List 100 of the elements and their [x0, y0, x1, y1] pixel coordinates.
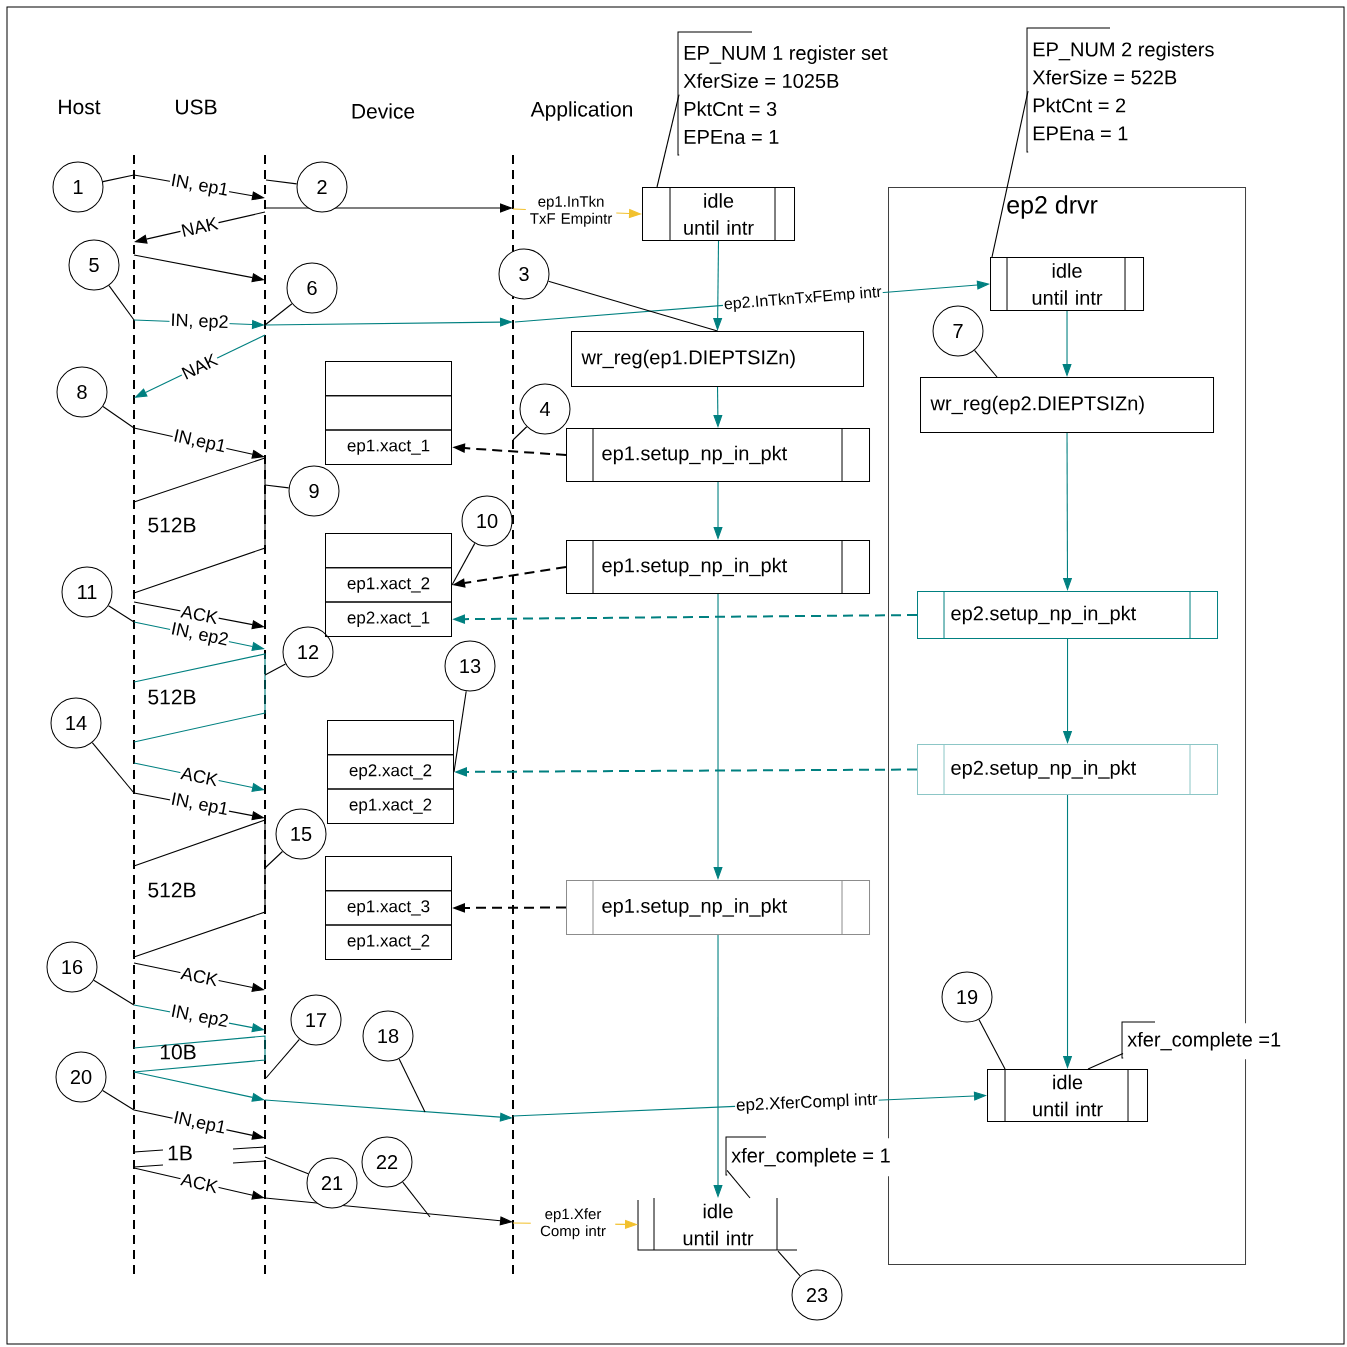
callout-number: 22 [361, 1136, 413, 1188]
callout-number: 10 [461, 495, 513, 547]
leader-line [991, 90, 1029, 258]
callout-number: 20 [55, 1051, 107, 1103]
callout-number: 1 [52, 161, 104, 213]
column-header: USB [176, 99, 217, 115]
message-label: IN, ep1 [168, 172, 231, 201]
packet-size: 512B [148, 689, 196, 705]
message-label: IN, ep1 [168, 791, 231, 821]
callout-number: 6 [286, 262, 338, 314]
leader-line [91, 742, 135, 794]
leader-line [1087, 1052, 1124, 1070]
annotation-note: xfer_complete = 1 [725, 1136, 895, 1177]
leader-line [264, 850, 284, 869]
packet-size: 512B [148, 517, 196, 533]
annotation-note: xfer_complete =1 [1121, 1021, 1286, 1060]
callout-number: 8 [56, 366, 108, 418]
edge-label: ep2.XferCompl intr [734, 1091, 880, 1116]
callout-number: 15 [275, 808, 327, 860]
message-label: NAK [178, 215, 221, 239]
callout-number: 16 [46, 941, 98, 993]
edge-label: ep1.InTkn TxF Empintr [525, 194, 617, 228]
leader-line [107, 605, 135, 623]
callout-number: 19 [941, 971, 993, 1023]
leader-line [978, 1019, 1006, 1070]
subprocess-box: ep2.setup_np_in_pkt [917, 743, 1218, 795]
column-header: Application [530, 101, 632, 121]
register-cell [327, 720, 454, 756]
leader-line [451, 542, 476, 586]
process-box: wr_reg(ep1.DIEPTSIZn) [571, 331, 864, 387]
edge-label: ep1.Xfer Comp intr [530, 1207, 616, 1241]
packet-size: 10B [160, 1044, 196, 1060]
subprocess-box: idle until intr [990, 256, 1144, 311]
register-cell: ep1.xact_2 [327, 788, 454, 824]
leader-line [265, 1038, 300, 1079]
leader-line [102, 1089, 135, 1111]
leader-line [93, 979, 135, 1006]
leader-line [264, 484, 290, 489]
leader-line [777, 1250, 801, 1277]
annotation-note: EP_NUM 2 registers XferSize = 522B PktCnt = 2 EPEna = 1 [1026, 27, 1219, 154]
register-cell: ep2.xact_1 [325, 601, 452, 637]
register-cell [325, 395, 452, 431]
message-label: ACK [178, 965, 221, 988]
callout-number: 18 [362, 1010, 414, 1062]
callout-number: 4 [519, 383, 571, 435]
process-box: wr_reg(ep2.DIEPTSIZn) [920, 377, 1214, 433]
leader-line [547, 280, 719, 332]
message-label: IN, ep2 [169, 312, 230, 333]
callout-number: 12 [282, 626, 334, 678]
callout-number: 7 [932, 305, 984, 357]
leader-line [402, 1181, 431, 1218]
leader-line [102, 174, 135, 183]
subprocess-box: ep1.setup_np_in_pkt [566, 539, 870, 594]
callout-number: 14 [50, 697, 102, 749]
callout-number: 11 [61, 566, 113, 618]
leader-line [398, 1058, 426, 1113]
callout-number: 2 [296, 161, 348, 213]
edge-label: ep2.InTknTxFEmp intr [722, 284, 884, 314]
register-cell: ep2.xact_2 [327, 754, 454, 790]
packet-size: 1B [168, 1145, 192, 1161]
subprocess-box: ep1.setup_np_in_pkt [566, 427, 870, 482]
callout-number: 17 [290, 994, 342, 1046]
message-label: NAK [178, 351, 221, 382]
subprocess-box: idle until intr [987, 1068, 1148, 1122]
message-label: ACK [178, 765, 221, 788]
register-cell [325, 856, 452, 892]
leader-line [726, 1169, 751, 1199]
leader-line [108, 285, 135, 321]
message-label: IN, ep2 [168, 1002, 231, 1033]
leader-line [264, 1156, 309, 1175]
leader-line [656, 94, 680, 188]
column-header: Host [59, 99, 101, 115]
callout-number: 5 [68, 239, 120, 291]
callout-number: 13 [444, 640, 496, 692]
register-cell: ep1.xact_2 [325, 924, 452, 960]
leader-line [265, 179, 298, 185]
column-header: Device [352, 103, 415, 119]
subprocess-box: idle until intr [642, 186, 795, 241]
register-cell [325, 361, 452, 397]
register-cell: ep1.xact_1 [325, 429, 452, 465]
annotation-note: EP_NUM 1 register set XferSize = 1025B PktCnt = 3 EPEna = 1 [677, 31, 892, 157]
subprocess-box: ep2.setup_np_in_pkt [917, 590, 1218, 639]
packet-size: 512B [148, 882, 196, 898]
callout-number: 9 [288, 465, 340, 517]
leader-line [102, 405, 135, 429]
message-label: ACK [178, 1171, 221, 1195]
register-cell: ep1.xact_2 [325, 567, 452, 603]
subprocess-box: idle until intr [637, 1197, 798, 1251]
leader-line [264, 663, 287, 676]
subprocess-box: ep1.setup_np_in_pkt [566, 879, 870, 935]
callout-number: 23 [791, 1269, 843, 1321]
leader-line [973, 349, 998, 378]
register-cell: ep1.xact_3 [325, 890, 452, 926]
register-cell [325, 533, 452, 569]
callout-number: 3 [498, 248, 550, 300]
message-label: IN,ep1 [170, 427, 229, 458]
leader-line [264, 303, 293, 326]
callout-number: 21 [306, 1157, 358, 1209]
message-label: IN,ep1 [170, 1109, 229, 1139]
leader-line [512, 426, 528, 441]
